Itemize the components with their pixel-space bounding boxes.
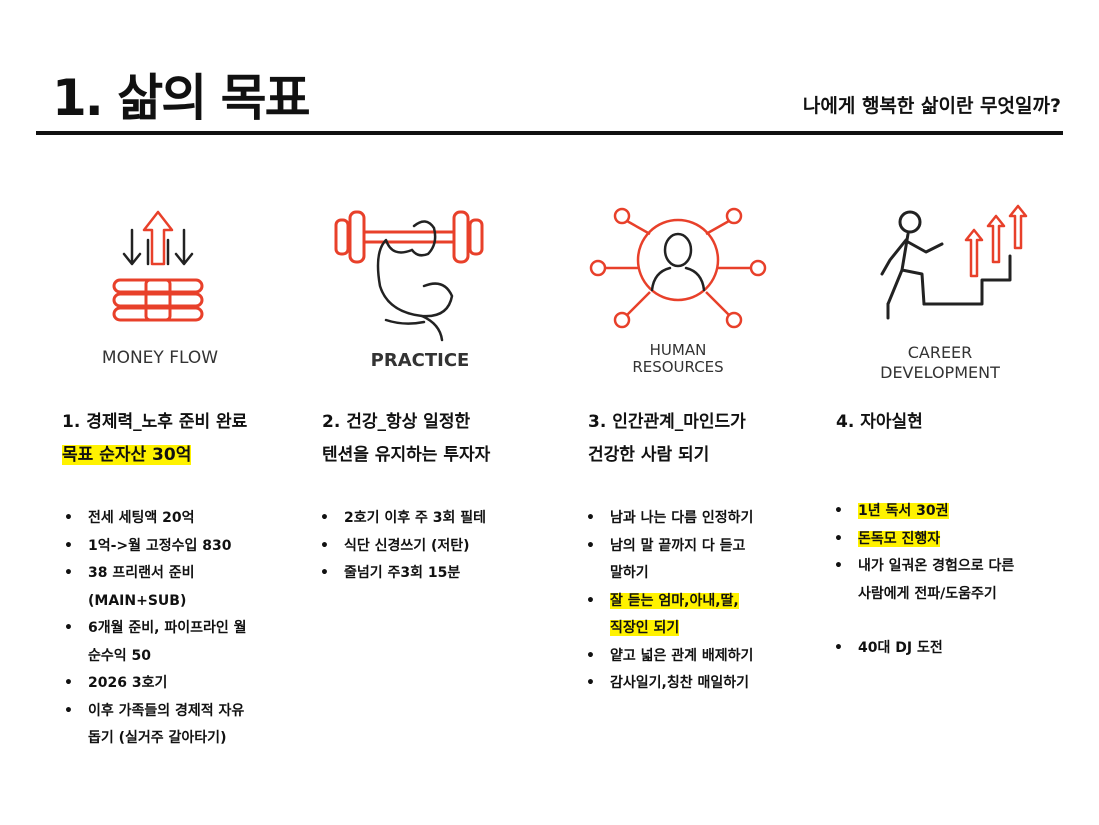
list-item: 얕고 넓은 관계 배제하기 [584, 643, 753, 671]
list-item: 전세 세팅액 20억 [62, 505, 246, 533]
icon-label-line: DEVELOPMENT [880, 363, 1000, 382]
list-item-highlighted: 돈독모 진행자 [832, 526, 1014, 554]
list-item-continuation: (MAIN+SUB) [88, 592, 187, 609]
page-title: 1. 삶의 목표 [52, 69, 311, 127]
bullet-list-self-realization: 1년 독서 30권 돈독모 진행자 내가 일궈온 경험으로 다른 사람에게 전파… [832, 498, 1014, 663]
icon-label-line: CAREER [908, 343, 973, 362]
list-item-continuation: 사람에게 전파/도움주기 [858, 585, 997, 602]
list-item-continuation: 돕기 (실거주 갈아타기) [88, 730, 227, 746]
human-resources-network-icon: HUMAN RESOURCES [580, 200, 780, 390]
icon-label-line: PRACTICE [371, 350, 470, 371]
heading-line: 2. 건강_항상 일정한 [322, 412, 471, 432]
goal-heading-health: 2. 건강_항상 일정한 텐션을 유지하는 투자자 [322, 406, 490, 472]
bullet-list-finance: 전세 세팅액 20억 1억->월 고정수입 830 38 프리랜서 준비 (MA… [62, 505, 246, 753]
list-item-highlighted: 1년 독서 30권 [832, 498, 1014, 526]
highlighted-text: 돈독모 진행자 [858, 530, 941, 547]
list-item: 내가 일궈온 경험으로 다른 [832, 553, 1014, 581]
list-item-continuation: 말하기 [610, 565, 649, 581]
heading-line: 4. 자아실현 [836, 412, 923, 432]
highlighted-text: 1년 독서 30권 [858, 503, 949, 519]
heading-line: 텐션을 유지하는 투자자 [322, 445, 491, 465]
list-item: 2026 3호기 [62, 670, 246, 698]
list-item: 식단 신경쓰기 (저탄) [318, 533, 486, 561]
list-item-continuation: 순수익 50 [88, 647, 151, 664]
icon-label-line: MONEY FLOW [102, 348, 218, 368]
heading-line: 건강한 사람 되기 [588, 445, 710, 465]
bullet-list-relationships: 남과 나는 다름 인정하기 남의 말 끝까지 다 듣고 말하기 잘 듣는 엄마,… [584, 505, 753, 698]
list-item: 2호기 이후 주 3회 필테 [318, 505, 486, 533]
bullet-list-health: 2호기 이후 주 3회 필테 식단 신경쓰기 (저탄) 줄넘기 주3회 15분 [318, 505, 486, 588]
list-item: 6개월 준비, 파이프라인 월 [62, 615, 246, 643]
title-divider [36, 131, 1063, 135]
highlighted-text: 잘 듣는 엄마,아내,딸, [610, 592, 739, 609]
list-spacer [832, 608, 1014, 635]
list-item: 1억->월 고정수입 830 [62, 533, 246, 561]
list-item: 감사일기,칭찬 매일하기 [584, 670, 753, 698]
goal-heading-self-realization: 4. 자아실현 [836, 406, 923, 439]
career-development-stairs-icon: CAREER DEVELOPMENT [842, 200, 1042, 390]
practice-dumbbell-icon: PRACTICE [322, 200, 522, 390]
list-item: 남의 말 끝까지 다 듣고 [584, 533, 753, 561]
goal-heading-finance: 1. 경제력_노후 준비 완료 목표 순자산 30억 [62, 406, 247, 472]
list-item: 이후 가족들의 경제적 자유 [62, 698, 246, 726]
money-flow-icon: MONEY FLOW [62, 200, 262, 390]
icon-label-line: HUMAN [650, 341, 707, 359]
goal-heading-relationships: 3. 인간관계_마인드가 건강한 사람 되기 [588, 406, 746, 472]
list-item-highlighted: 잘 듣는 엄마,아내,딸, [584, 588, 753, 616]
heading-line: 3. 인간관계_마인드가 [588, 412, 746, 432]
list-item: 남과 나는 다름 인정하기 [584, 505, 753, 533]
list-item-continuation: 직장인 되기 [584, 615, 753, 643]
icon-label-line: RESOURCES [632, 358, 723, 376]
list-item: 줄넘기 주3회 15분 [318, 560, 486, 588]
page-subtitle: 나에게 행복한 삶이란 무엇일까? [802, 95, 1061, 117]
highlighted-target: 목표 순자산 30억 [62, 445, 192, 465]
heading-line: 1. 경제력_노후 준비 완료 [62, 412, 248, 432]
list-item: 38 프리랜서 준비 [62, 560, 246, 588]
list-item: 40대 DJ 도전 [832, 635, 1014, 663]
highlighted-text: 직장인 되기 [610, 620, 680, 636]
